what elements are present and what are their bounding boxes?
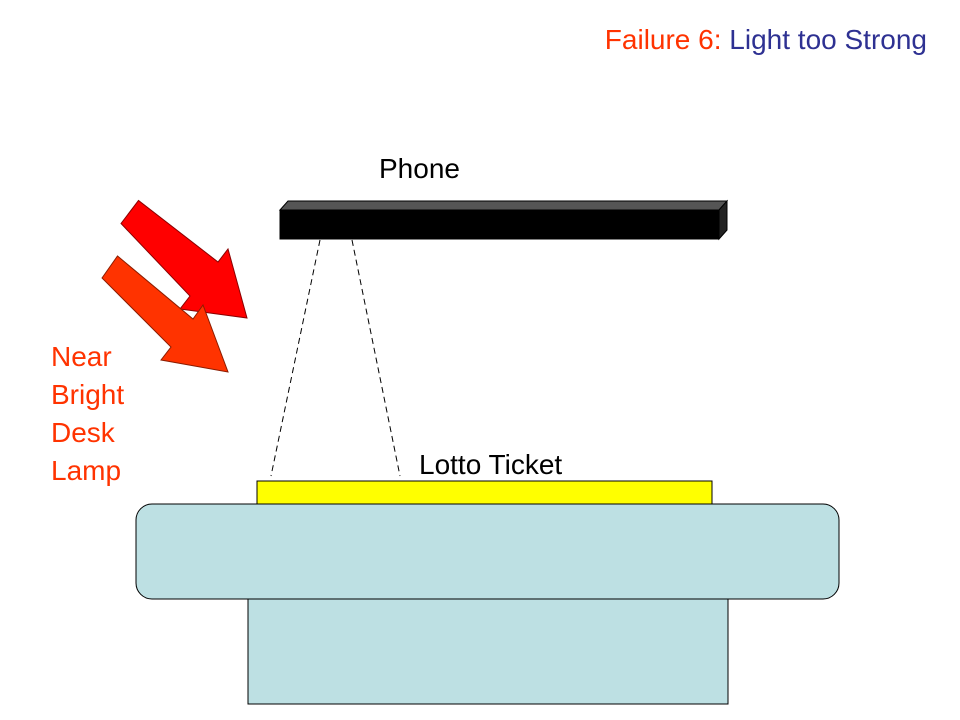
camera-view-line-left [270, 239, 321, 477]
lamp-label: Near Bright Desk Lamp [51, 338, 124, 490]
lotto-ticket [256, 480, 713, 505]
slide-title: Failure 6: Light too Strong [605, 24, 927, 56]
lamp-label-line: Bright [51, 379, 125, 410]
desk-base [247, 597, 729, 705]
title-text: Light too Strong [721, 24, 927, 55]
light-arrow-back [120, 199, 248, 319]
light-arrow-front [101, 255, 229, 373]
lamp-label-line: Desk [51, 417, 115, 448]
ticket-label: Lotto Ticket [419, 449, 563, 480]
title-prefix: Failure 6 [604, 24, 714, 55]
lamp-label-line: Lamp [51, 455, 122, 486]
desk-top [135, 503, 840, 600]
phone [278, 199, 729, 241]
lamp-label-line: Near [51, 341, 112, 372]
camera-view-line-right [351, 239, 401, 477]
title-separator: : [713, 24, 722, 55]
phone-label: Phone [379, 153, 460, 184]
